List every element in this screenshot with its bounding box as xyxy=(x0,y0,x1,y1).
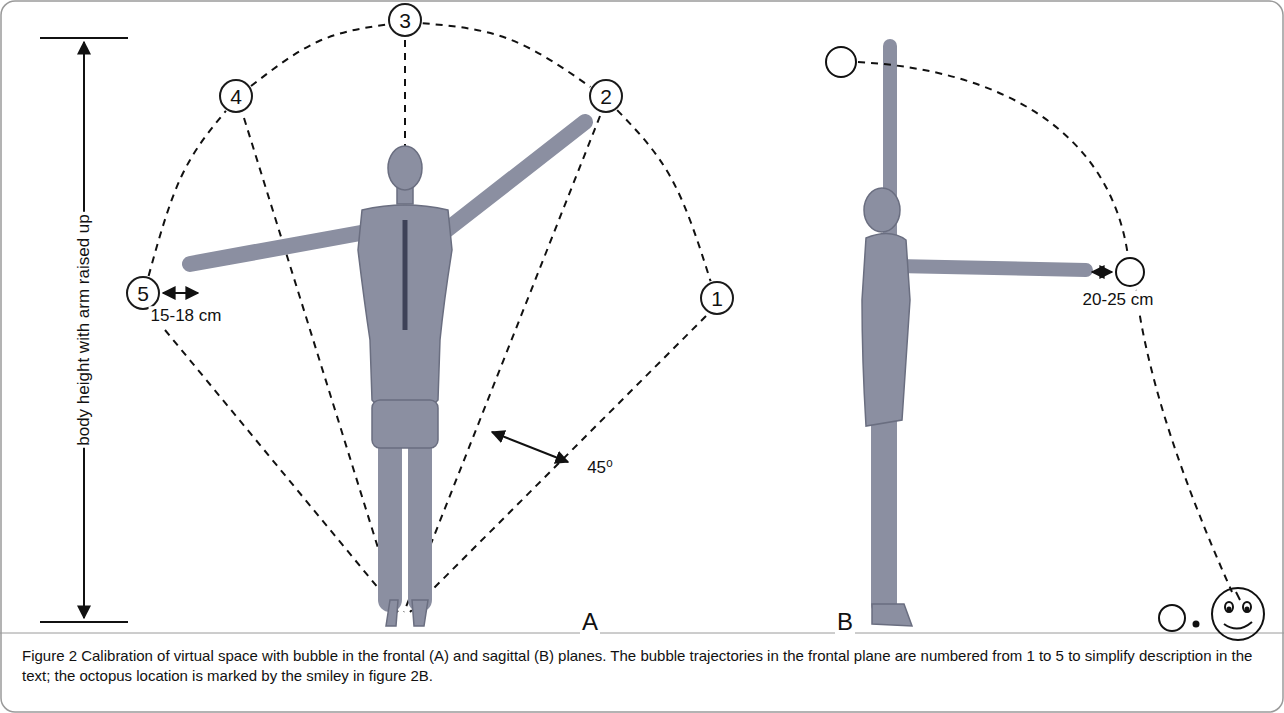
height-dimension xyxy=(40,38,128,622)
smiley xyxy=(1212,588,1264,640)
angle-label: 45⁰ xyxy=(585,458,615,478)
number-text: 2 xyxy=(600,86,612,107)
bubble xyxy=(1116,258,1144,286)
distance-arrow xyxy=(1092,271,1112,273)
trajectory-number: 3 xyxy=(388,3,422,37)
angle-arrow xyxy=(492,432,568,462)
caption-rule xyxy=(0,633,1284,634)
figure-caption: Figure 2 Calibration of virtual space wi… xyxy=(22,646,1262,687)
trajectory-number: 5 xyxy=(126,276,160,310)
sagittal-trajectory xyxy=(826,47,1264,640)
trajectory-arc xyxy=(617,110,710,281)
trajectory-number: 1 xyxy=(700,281,734,315)
dimension-label: 20-25 cm xyxy=(1081,290,1156,310)
frontal-figure xyxy=(190,122,585,626)
number-text: 4 xyxy=(230,86,242,107)
number-text: 3 xyxy=(399,10,411,31)
trajectory-arc xyxy=(251,24,388,86)
bubble xyxy=(1159,605,1185,631)
dimension-label: body height with arm raised up xyxy=(74,212,94,448)
sagittal-figure xyxy=(862,46,1086,626)
trajectory-number: 2 xyxy=(589,79,623,113)
dimension-label: 15-18 cm xyxy=(149,306,224,326)
number-text: 5 xyxy=(137,283,149,304)
bubble xyxy=(826,47,856,77)
trajectory-number: 4 xyxy=(219,79,253,113)
distance-arrow xyxy=(163,292,198,294)
bubble xyxy=(1194,622,1199,627)
number-text: 1 xyxy=(711,288,723,309)
trajectory-arc xyxy=(423,23,591,87)
trajectory-lines xyxy=(165,40,706,612)
panel-letter: A xyxy=(580,608,600,636)
panel-letter: B xyxy=(835,608,855,636)
trajectory-arc xyxy=(149,111,226,276)
